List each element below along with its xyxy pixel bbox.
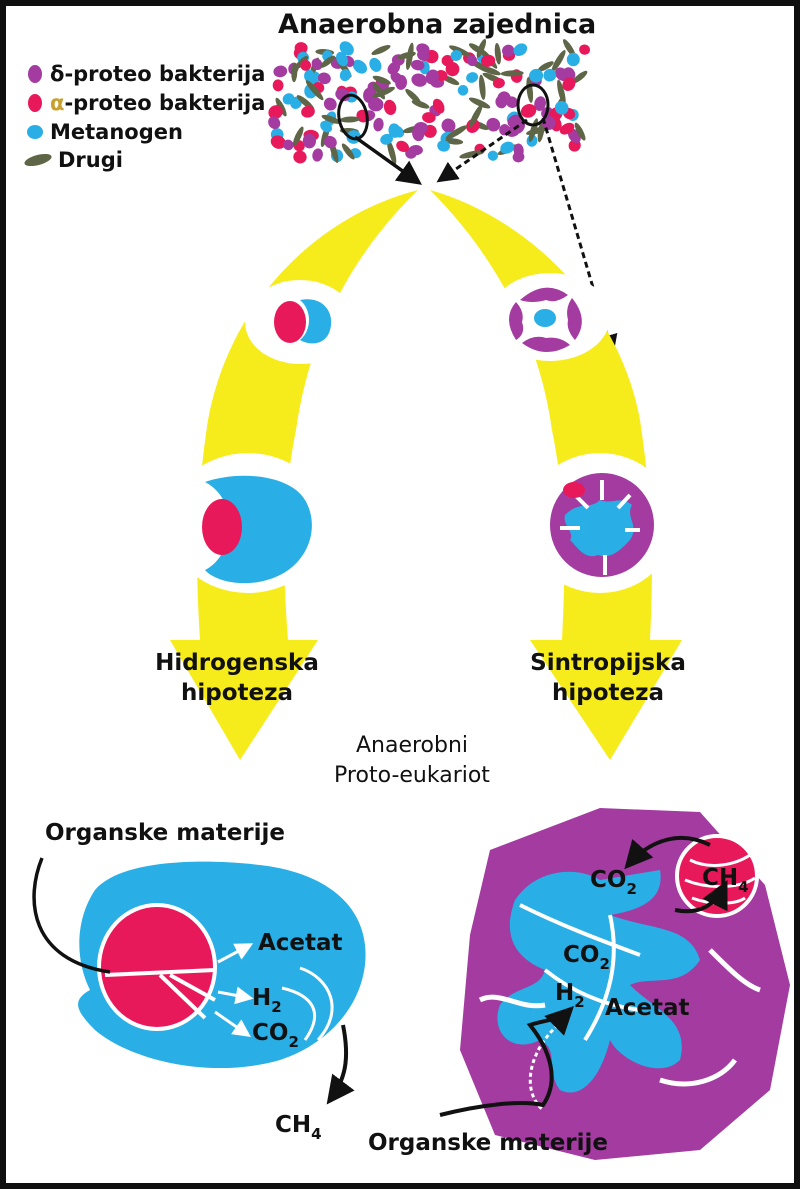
diagram-canvas: Anaerobna zajednica δ-proteo bakterija α… xyxy=(0,0,800,1189)
image-border xyxy=(0,0,800,1189)
